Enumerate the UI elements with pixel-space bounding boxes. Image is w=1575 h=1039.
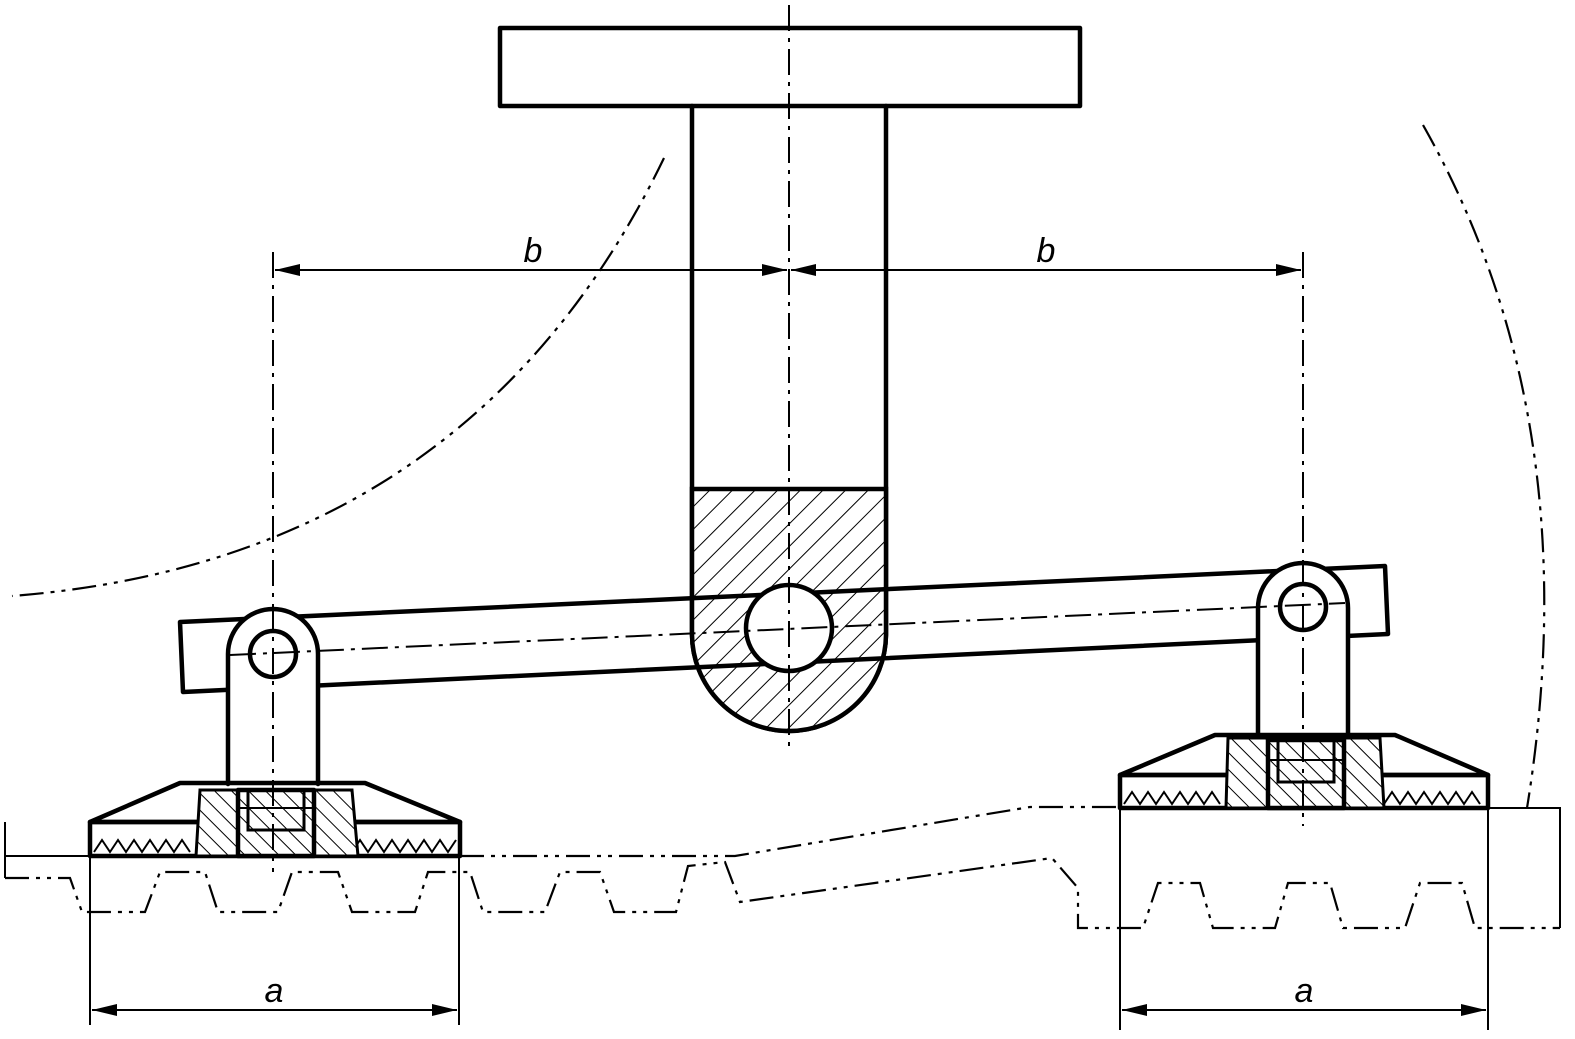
dimension-label-a-left: a <box>265 972 284 1010</box>
dimension-a-left: a <box>89 856 460 1025</box>
phantom-arc-left <box>11 157 665 598</box>
dimension-label-a-right: a <box>1295 972 1314 1010</box>
dimension-b-right: b <box>791 232 1301 276</box>
phantom-arc-right <box>1422 124 1546 809</box>
dimension-a-right: a <box>1119 808 1489 1030</box>
left-base-plate <box>4 822 90 878</box>
dimension-b-left: b <box>275 232 787 276</box>
left-pad <box>87 780 463 859</box>
dimension-label-b-right: b <box>1037 232 1056 270</box>
base-line <box>460 805 1120 858</box>
right-base-plate <box>1488 807 1561 928</box>
cross-beam <box>177 563 1391 695</box>
beam-centerline <box>229 602 1346 656</box>
right-pad <box>1117 732 1491 811</box>
corrugated-profile <box>5 856 1560 930</box>
dimension-label-b-left: b <box>524 232 543 270</box>
